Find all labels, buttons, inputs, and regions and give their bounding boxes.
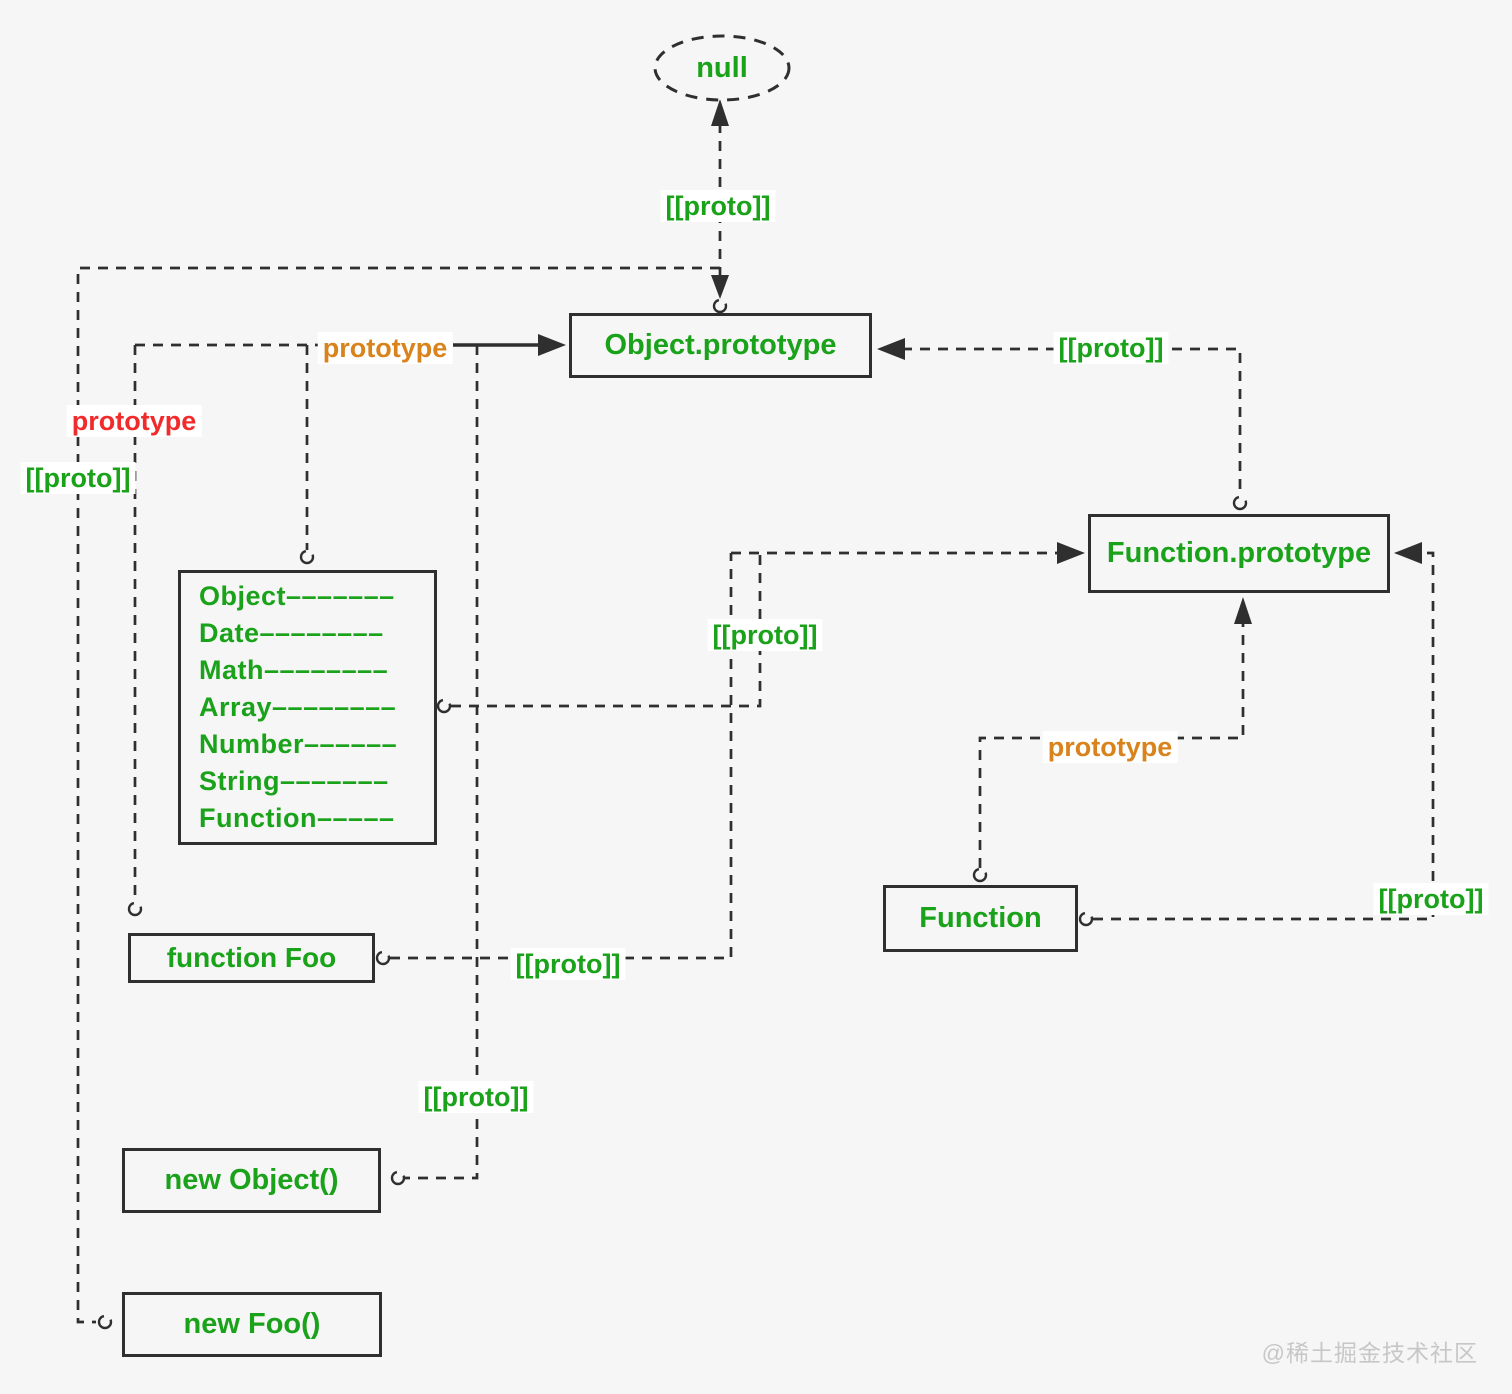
edge-function-foo-proto-chain bbox=[375, 553, 733, 966]
builtin-string: String––––––– bbox=[199, 766, 389, 796]
edge-label-proto-fp-to-op: [[proto]] bbox=[1053, 332, 1169, 364]
node-null-ellipse bbox=[653, 34, 791, 102]
edge-label-prototype-foo: prototype bbox=[66, 405, 202, 437]
edge-new-object-proto bbox=[390, 345, 479, 1186]
edge-label-proto-function-foo: [[proto]] bbox=[510, 948, 626, 980]
edge-label-prototype-function: prototype bbox=[1042, 731, 1178, 763]
edge-label-proto-to-null: [[proto]] bbox=[660, 190, 776, 222]
node-object-prototype: Object.prototype bbox=[569, 313, 872, 378]
builtin-math: Math–––––––– bbox=[199, 655, 389, 685]
edge-prototype-to-object-prototype bbox=[135, 334, 566, 356]
edge-function-foo-prototype bbox=[127, 345, 143, 917]
node-function: Function bbox=[883, 885, 1078, 952]
edge-label-proto-new-foo: [[proto]] bbox=[20, 462, 136, 494]
watermark: @稀土掘金技术社区 bbox=[1261, 1340, 1478, 1366]
node-function-foo: function Foo bbox=[128, 933, 375, 983]
edge-label-proto-function: [[proto]] bbox=[1373, 883, 1489, 915]
builtin-function: Function––––– bbox=[199, 803, 395, 833]
node-null: null bbox=[696, 51, 748, 84]
node-function-prototype: Function.prototype bbox=[1088, 514, 1390, 593]
builtin-object: Object––––––– bbox=[199, 581, 395, 611]
builtin-number: Number–––––– bbox=[199, 729, 398, 759]
edge-builtins-proto-chain bbox=[436, 553, 762, 714]
edge-label-proto-builtins: [[proto]] bbox=[707, 619, 823, 651]
node-builtin-constructors: Object––––––– Date–––––––– Math–––––––– … bbox=[178, 570, 437, 845]
edge-label-proto-new-object: [[proto]] bbox=[418, 1081, 534, 1113]
builtin-array: Array–––––––– bbox=[199, 692, 397, 722]
builtin-date: Date–––––––– bbox=[199, 618, 384, 648]
edge-new-foo-proto-chain bbox=[76, 266, 720, 1330]
edge-function-proto bbox=[1078, 542, 1435, 927]
edge-function-prototype-to-object-prototype bbox=[877, 338, 1248, 511]
edge-builtins-prototype bbox=[299, 345, 315, 565]
node-new-foo: new Foo() bbox=[122, 1292, 382, 1357]
edge-into-function-prototype-left bbox=[731, 542, 1085, 564]
edge-label-prototype-top: prototype bbox=[317, 332, 453, 364]
node-new-object: new Object() bbox=[122, 1148, 381, 1213]
